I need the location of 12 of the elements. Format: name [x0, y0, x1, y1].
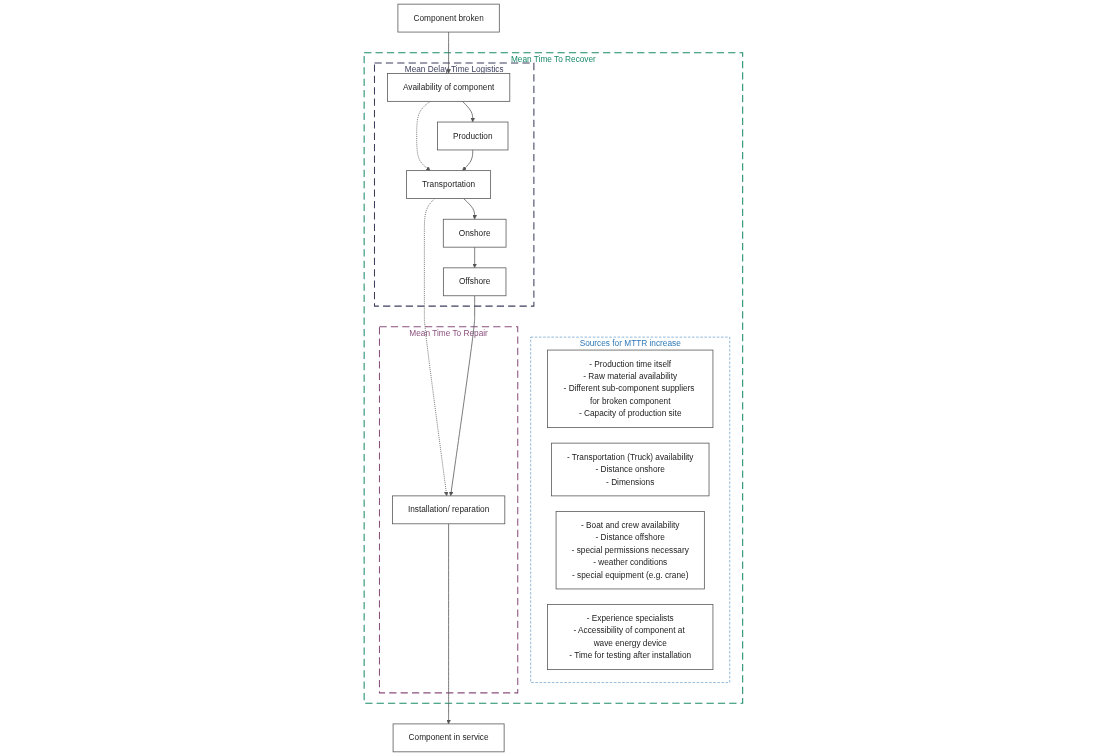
- node-box: Transportation: [406, 170, 492, 199]
- node-box: Availability of component: [387, 73, 511, 102]
- node-box: Onshore: [443, 218, 507, 248]
- node-box: Production: [437, 121, 509, 151]
- node-box: - Transportation (Truck) availability - Distance onshore - Dimensions: [551, 442, 710, 497]
- node-box: Component in service: [392, 723, 505, 753]
- node-box: - Experience specialists - Accessibility of component at wave energy device - Time for testing after installation: [547, 604, 714, 670]
- node-box: Offshore: [443, 267, 507, 297]
- node-box: Installation/ reparation: [392, 495, 506, 525]
- node-box: - Production time itself - Raw material availability - Different sub-component suppliers for broken component - Capacity of production site: [547, 349, 714, 429]
- node-box: Component broken: [397, 3, 500, 33]
- node-box: - Boat and crew availability - Distance offshore - special permissions necessary - weather conditions - special equipment (e.g. crane): [555, 511, 705, 590]
